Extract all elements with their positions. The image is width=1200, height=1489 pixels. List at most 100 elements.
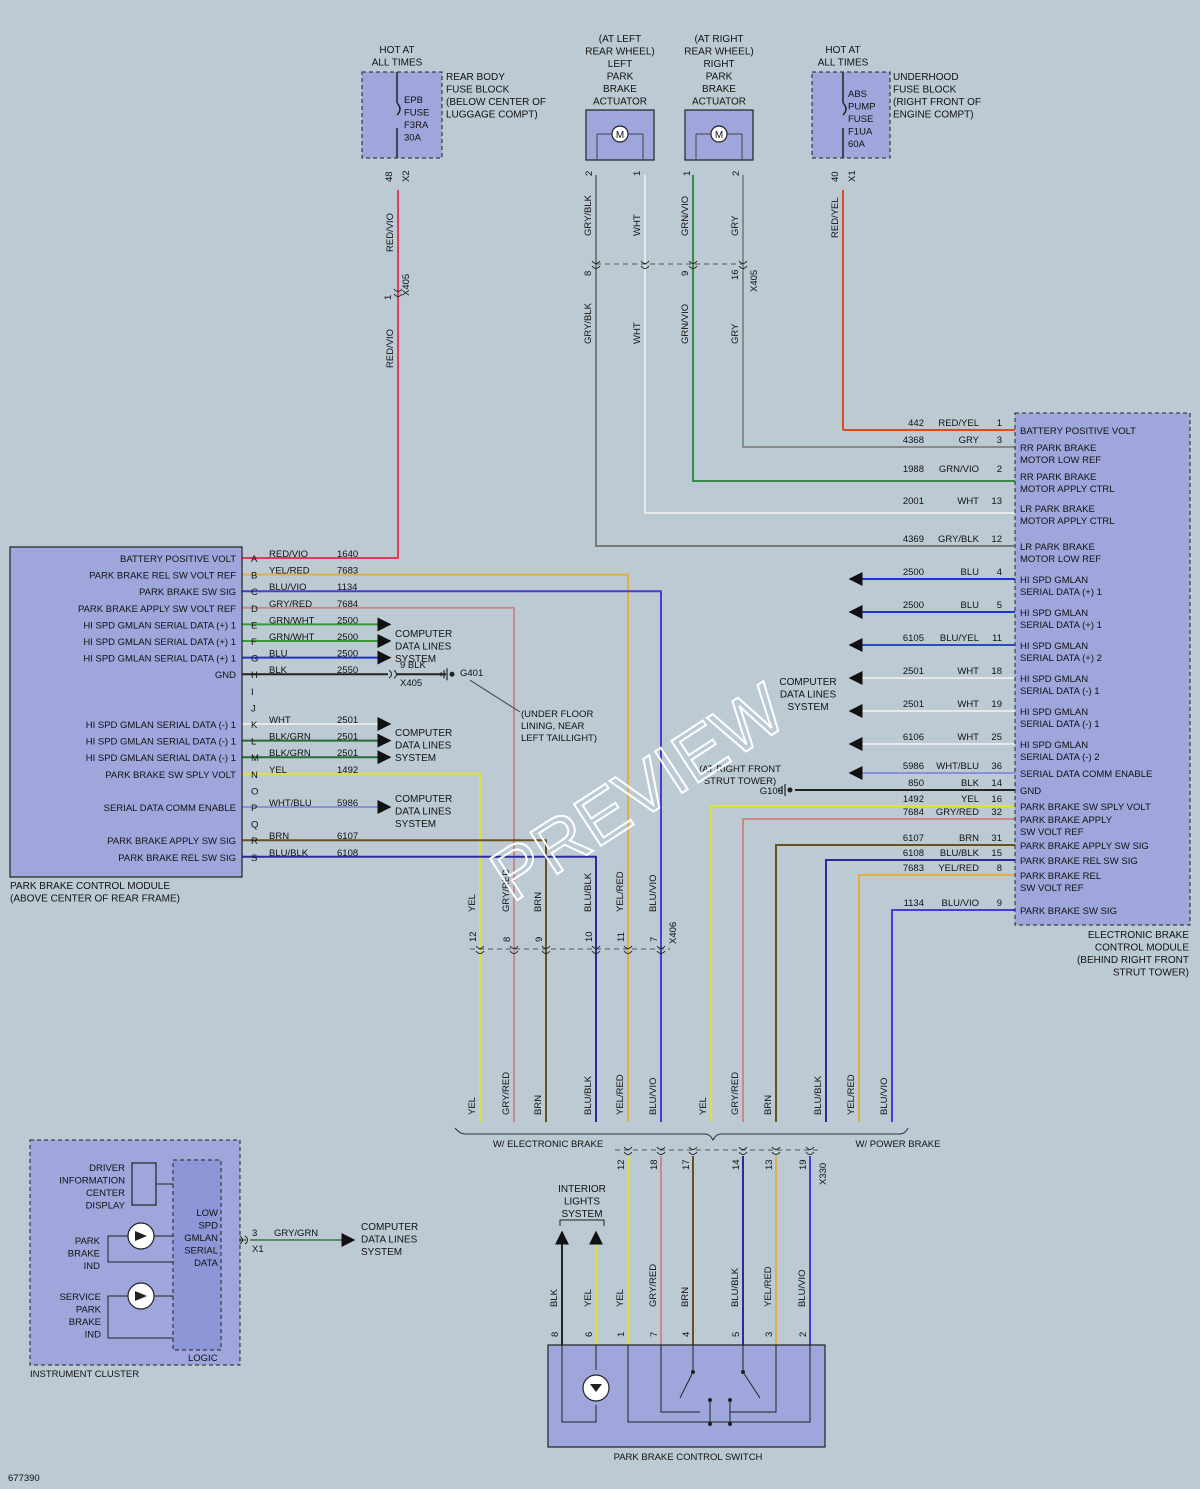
x406-pin: 11 — [616, 932, 627, 942]
switch-contact-dot — [708, 1398, 712, 1402]
motor-letter: M — [616, 130, 624, 141]
x330-connector — [805, 1146, 815, 1155]
left-actuator-pin: 1 — [632, 171, 643, 176]
pbcm-wire-color: WHT — [269, 715, 291, 726]
pbcm-pin-letter: E — [251, 620, 257, 631]
pbcm-circuit: 2501 — [337, 748, 358, 759]
pbcm-pin-label: PARK BRAKE REL SW VOLT REF — [89, 571, 236, 582]
cluster-conn: X1 — [252, 1244, 264, 1255]
pbcm-circuit: 1492 — [337, 765, 358, 776]
ebcm-circuit: 4369 — [903, 534, 924, 545]
right-actuator-title: REAR WHEEL) — [684, 47, 753, 58]
park-brake-control-module — [9, 546, 243, 878]
ebcm-pin-label: SERIAL DATA (-) 1 — [1020, 719, 1100, 730]
pbcm-wire-color: GRN/WHT — [269, 632, 315, 643]
fuse-underhood-conn: X1 — [847, 170, 858, 182]
cluster-logic-block — [172, 1159, 222, 1351]
ebcm-pin-label: HI SPD GMLAN — [1020, 740, 1088, 751]
ebcm-circuit: 1134 — [904, 898, 924, 909]
cluster-serial-label: DATA — [194, 1258, 219, 1269]
pbcm-wire-color: YEL/RED — [269, 566, 310, 577]
dic-label: INFORMATION — [59, 1176, 125, 1187]
ebcm-name: STRUT TOWER) — [1113, 968, 1189, 979]
spb-ind-label: BRAKE — [69, 1317, 101, 1328]
g401-ground-icon — [440, 668, 448, 681]
fuse-rear-name: F3RA — [404, 120, 429, 131]
ebcm-pin-label: HI SPD GMLAN — [1020, 641, 1088, 652]
fuse-underhood-desc: UNDERHOOD — [893, 72, 959, 83]
ebcm-name: ELECTRONIC BRAKE — [1088, 930, 1189, 941]
ebcm-circuit: 2501 — [903, 699, 924, 710]
cluster-line — [107, 1235, 173, 1263]
right-actuator-title: ACTUATOR — [692, 97, 746, 108]
ebcm-pin-label: HI SPD GMLAN — [1020, 575, 1088, 586]
x406-connector — [475, 945, 485, 954]
ebcm-pin-label: SERIAL DATA (+) 2 — [1020, 653, 1102, 664]
ebcm-name: (BEHIND RIGHT FRONT — [1077, 955, 1189, 966]
right-actuator-title: RIGHT — [703, 59, 734, 70]
wire-label: GRY/RED — [501, 869, 512, 912]
ebcm-pin-number: 2 — [997, 464, 1002, 475]
switch-wire-label: BLU/BLK — [730, 1267, 741, 1307]
pbcm-pin-letter: C — [251, 587, 258, 598]
wires-layer — [240, 175, 1015, 1345]
switch-contact-dot — [728, 1422, 732, 1426]
inline-pin: 8 — [583, 271, 594, 276]
cluster-serial-label: SERIAL — [184, 1246, 218, 1257]
ebcm-pin-label: RR PARK BRAKE — [1020, 443, 1096, 454]
ebcm-pin-label: PARK BRAKE REL SW SIG — [1020, 856, 1138, 867]
fuse-underhood-hot: ALL TIMES — [818, 58, 869, 69]
pbcm-circuit: 7684 — [337, 599, 358, 610]
g106-ground-icon — [778, 784, 786, 796]
ebcm-wire-color: BLU/YEL — [940, 633, 979, 644]
ebcm-pin-label: PARK BRAKE SW SIG — [1020, 906, 1117, 917]
pbcm-pin-letter: J — [251, 703, 256, 714]
pbcm-pin-letter: I — [251, 687, 254, 698]
pbcm-wire-color: YEL — [269, 765, 287, 776]
x406-pin: 10 — [584, 931, 595, 942]
fuse-underhood-desc: FUSE BLOCK — [893, 85, 957, 96]
wire-label: YEL — [698, 1097, 709, 1115]
switch-internal — [561, 1345, 597, 1423]
wire-label: BRN — [533, 1095, 544, 1115]
g106-label: G106 — [760, 786, 783, 797]
g106-location: (AT RIGHT FRONT — [699, 764, 781, 775]
ebcm-pin-label: SW VOLT REF — [1020, 883, 1084, 894]
wire-label: GRY/BLK — [583, 302, 594, 344]
pbcm-circuit: 1134 — [337, 582, 357, 593]
x330-connector — [623, 1146, 633, 1155]
pbcm-pin-letter: H — [251, 670, 258, 681]
inline-connector — [688, 260, 698, 269]
motor-letter: M — [715, 130, 723, 141]
ebcm-circuit: 6106 — [903, 732, 924, 743]
fuse-rear-hot: ALL TIMES — [372, 58, 423, 69]
ebcm-circuit: 1988 — [903, 464, 924, 475]
pbcm-pin-label: HI SPD GMLAN SERIAL DATA (+) 1 — [83, 654, 236, 665]
cluster-serial-label: GMLAN — [184, 1233, 218, 1244]
spb-ind-label: SERVICE — [59, 1292, 101, 1303]
ebcm-pin-label: HI SPD GMLAN — [1020, 707, 1088, 718]
pbcm-pin-label: PARK BRAKE APPLY SW SIG — [107, 836, 236, 847]
cdls-label-2: COMPUTER — [395, 728, 452, 739]
right-actuator-title: PARK — [706, 72, 733, 83]
service-park-brake-indicator-icon — [135, 1291, 147, 1301]
wire-wht — [644, 175, 1015, 514]
fuse-rear-name: 30A — [404, 133, 422, 144]
pbcm-pin-letter: L — [251, 737, 256, 748]
switch-contact-dot — [728, 1398, 732, 1402]
right-motor-icon — [710, 125, 728, 143]
wire-label: BLU/BLK — [583, 1075, 594, 1115]
preview-watermark: PREVIEW — [477, 669, 799, 917]
x406-connector — [623, 945, 633, 954]
cdls-label-3: SYSTEM — [395, 819, 436, 830]
right-actuator-pin: 2 — [731, 171, 742, 176]
pbcm-pin-label: SERIAL DATA COMM ENABLE — [104, 803, 236, 814]
interior-lights-label: LIGHTS — [564, 1197, 600, 1208]
switch-pin: 6 — [584, 1332, 595, 1337]
fuse-underhood-name: FUSE — [848, 114, 873, 125]
switch-wire-label: GRY/RED — [648, 1264, 659, 1307]
left-actuator-title: (AT LEFT — [599, 34, 641, 45]
fuse-icon — [396, 72, 401, 158]
x330-pin: 17 — [681, 1159, 692, 1170]
fuse-underhood-name: ABS — [848, 89, 867, 100]
